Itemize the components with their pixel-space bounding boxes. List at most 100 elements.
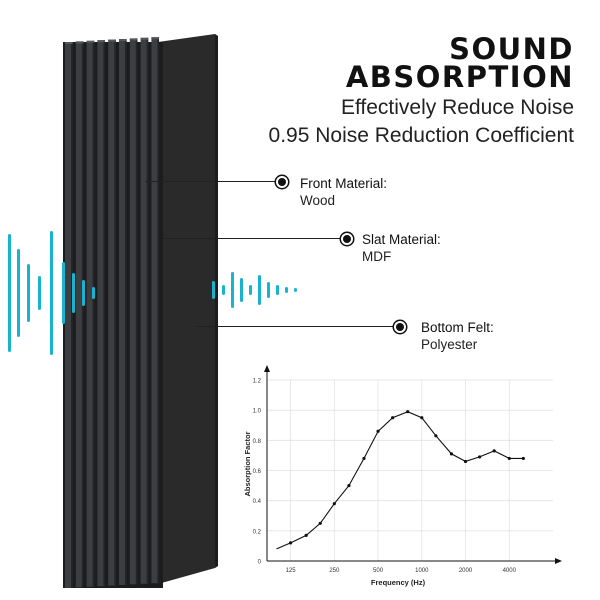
wave-bar	[249, 285, 252, 295]
chart-y-axis-label: Absorption Factor	[243, 431, 252, 496]
y-tick-label: 0.2	[253, 529, 262, 535]
y-tick-label: 0.6	[253, 469, 262, 475]
callout-felt-title: Bottom Felt:	[421, 320, 494, 335]
wave-bar	[231, 272, 234, 308]
callout-slat-leader	[163, 238, 343, 239]
x-tick-label: 2000	[459, 568, 473, 574]
x-axis-arrow	[555, 558, 562, 564]
data-point	[304, 533, 308, 537]
wood-slat-top	[86, 40, 95, 43]
x-tick-label: 250	[329, 568, 340, 574]
wood-slat-shadow	[157, 37, 159, 584]
data-point	[463, 459, 468, 464]
wave-bar	[276, 285, 279, 295]
wave-bar	[212, 281, 215, 299]
headline-line-1: SOUND	[449, 32, 574, 66]
y-tick-label: 1.0	[253, 409, 262, 415]
wood-slat-top	[97, 40, 105, 43]
x-tick-label: 1000	[415, 568, 429, 574]
subheadline-coefficient: 0.95 Noise Reduction Coefficient	[268, 124, 574, 147]
wood-slat-shadow	[146, 37, 149, 584]
data-point	[376, 429, 380, 433]
wave-bar	[8, 234, 11, 352]
callout-slat-value: MDF	[362, 249, 392, 264]
wood-slat-top	[65, 42, 73, 44]
wave-bar	[82, 280, 85, 306]
wood-slat-shadow	[135, 38, 138, 585]
wood-slat-top	[129, 38, 138, 41]
subheadline-noise: Effectively Reduce Noise	[340, 96, 574, 119]
wood-slat	[65, 42, 73, 588]
wood-slat	[86, 40, 95, 587]
wave-bar	[92, 287, 95, 299]
headline-line-2: ABSORPTION	[345, 60, 574, 94]
wood-slat	[151, 37, 159, 584]
y-tick-label: 1.2	[253, 379, 262, 385]
wave-bar	[62, 262, 65, 324]
felt-board	[158, 34, 215, 584]
data-point	[492, 449, 496, 453]
data-point	[478, 455, 482, 459]
data-point	[318, 521, 322, 525]
y-tick-label: 0	[258, 560, 262, 566]
data-point	[391, 416, 395, 420]
data-point	[521, 456, 525, 461]
wave-bar	[27, 264, 30, 322]
absorption-chart: 0 0.2 0.4 0.6 0.8 1.0 1.2 125 250 500 1000 2000 400…	[243, 365, 562, 587]
y-tick-label: 0.8	[253, 439, 262, 445]
reduced-sound-wave	[212, 272, 297, 308]
callout-felt-dot	[394, 321, 406, 333]
wave-bar	[50, 231, 53, 355]
x-tick-label: 4000	[503, 568, 517, 574]
felt-edge	[215, 34, 218, 568]
y-tick-label: 0.4	[253, 499, 262, 505]
incoming-sound-wave	[8, 231, 95, 355]
callout-front-title: Front Material:	[300, 176, 388, 191]
wave-bar	[240, 278, 243, 302]
wave-bar	[17, 249, 20, 337]
data-point	[362, 456, 366, 461]
data-point	[420, 416, 424, 420]
data-point	[449, 452, 454, 456]
wood-slat-shadow	[92, 40, 95, 587]
callout-front-dot	[276, 176, 288, 188]
wave-bar	[267, 282, 270, 298]
wood-slat	[108, 39, 116, 586]
wave-bar	[72, 273, 75, 313]
wave-bar	[222, 285, 225, 295]
x-tick-label: 500	[373, 568, 384, 574]
wood-slat-shadow	[114, 39, 116, 586]
wood-slat-top	[151, 37, 159, 40]
wood-slat-shadow	[125, 39, 127, 585]
y-axis-arrow	[264, 365, 270, 372]
callout-felt-value: Polyester	[421, 337, 478, 352]
wood-slats	[65, 37, 159, 588]
callout-slat-dot	[341, 233, 353, 245]
sound-wave-graphic	[8, 231, 297, 355]
x-tick-label: 125	[286, 568, 297, 574]
acoustic-panel-illustration	[63, 34, 218, 588]
wood-slat	[140, 37, 149, 584]
wood-slat	[119, 39, 127, 585]
wood-slat-top	[119, 39, 127, 41]
data-point	[406, 410, 410, 414]
wood-slat-shadow	[81, 41, 84, 588]
callout-front-leader	[145, 181, 278, 182]
data-point	[347, 483, 351, 488]
wave-bar	[285, 287, 288, 293]
data-point	[332, 502, 336, 506]
absorption-series-line	[276, 411, 524, 550]
callout-slat-title: Slat Material:	[362, 232, 441, 247]
chart-axes	[264, 365, 562, 564]
wood-slat-shadow	[103, 40, 105, 587]
callout-felt-leader	[196, 326, 396, 327]
wood-slat-top	[108, 39, 116, 42]
wood-slat-top	[75, 41, 84, 44]
wood-slat-top	[140, 37, 149, 40]
chart-x-ticks: 125 250 500 1000 2000 4000	[286, 568, 517, 574]
wave-bar	[38, 276, 41, 310]
absorption-series-points	[288, 410, 525, 545]
data-point	[434, 434, 438, 438]
chart-grid	[267, 379, 553, 561]
data-point	[288, 541, 293, 545]
